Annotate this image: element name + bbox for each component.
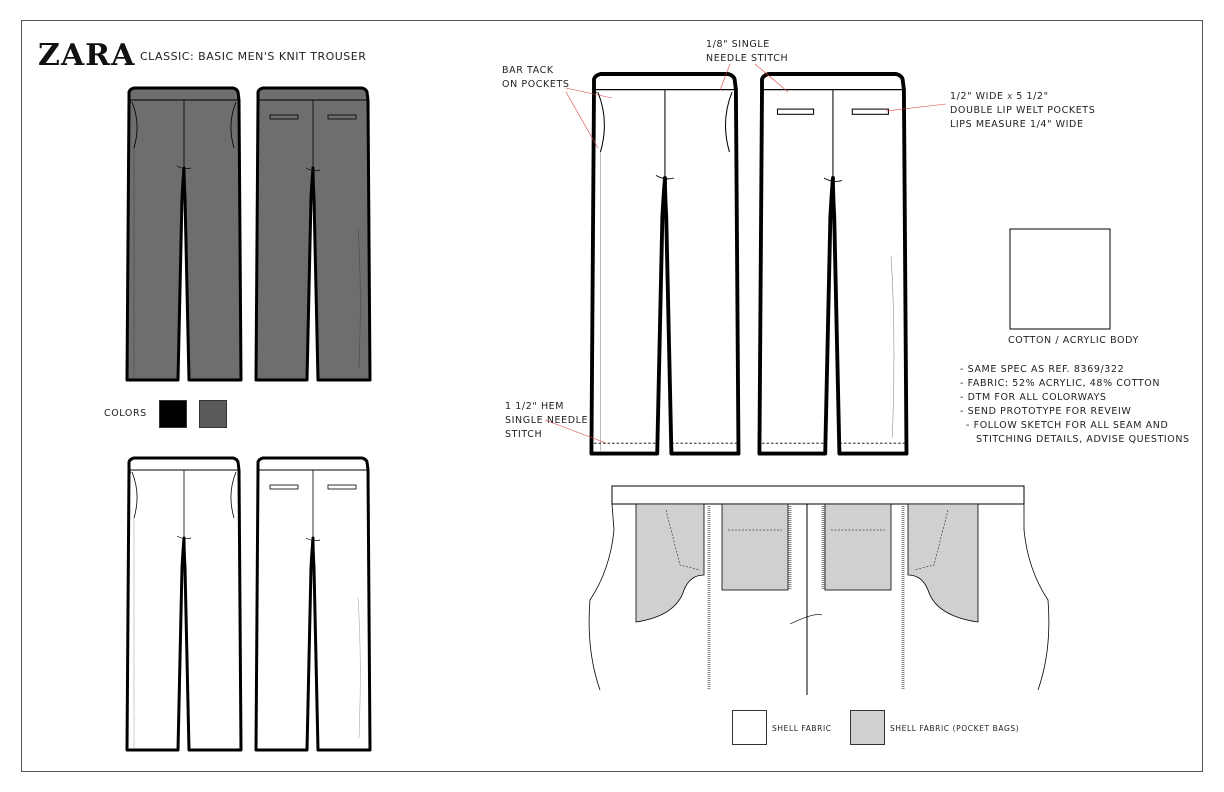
body-fabric-label: COTTON / ACRYLIC BODY — [1008, 335, 1139, 346]
note-line: - DTM FOR ALL COLORWAYS — [960, 392, 1107, 403]
note-line: - SEND PROTOTYPE FOR REVEIW — [960, 406, 1132, 417]
callout-bar-tack: BAR TACK ON POCKETS — [502, 65, 570, 90]
note-line: - FABRIC: 52% ACRYLIC, 48% COTTON — [960, 378, 1161, 389]
legend-pocket-swatch — [850, 710, 885, 745]
small-back-white — [254, 456, 372, 752]
note-line: - SAME SPEC AS REF. 8369/322 — [960, 364, 1125, 375]
sheet-border — [21, 20, 1203, 772]
legend-shell-label: SHELL FABRIC — [772, 724, 832, 733]
small-front-white — [125, 456, 243, 752]
legend-pocket-label: SHELL FABRIC (POCKET BAGS) — [890, 724, 1020, 733]
colors-label: COLORS — [104, 408, 147, 419]
note-line: STITCHING DETAILS, ADVISE QUESTIONS — [976, 434, 1190, 445]
color-swatch-grey — [199, 400, 227, 428]
page-title: CLASSIC: BASIC MEN'S KNIT TROUSER — [140, 50, 367, 63]
brand-logo: ZARA — [38, 38, 136, 73]
callout-hem: 1 1/2" HEM SINGLE NEEDLE STITCH — [505, 401, 589, 440]
color-swatch-black — [159, 400, 187, 428]
callout-needle-stitch: 1/8" SINGLE NEEDLE STITCH — [706, 39, 789, 64]
small-back-dark — [254, 86, 372, 382]
callout-welt-pockets: 1/2" WIDE x 5 1/2" DOUBLE LIP WELT POCKE… — [950, 91, 1096, 130]
pocket-bag-detail — [588, 485, 1050, 695]
large-back — [757, 72, 909, 456]
large-front — [589, 72, 741, 456]
note-line: - FOLLOW SKETCH FOR ALL SEAM AND — [966, 420, 1169, 431]
legend-shell-swatch — [732, 710, 767, 745]
small-front-dark — [125, 86, 243, 382]
body-fabric-swatch — [1009, 228, 1111, 330]
